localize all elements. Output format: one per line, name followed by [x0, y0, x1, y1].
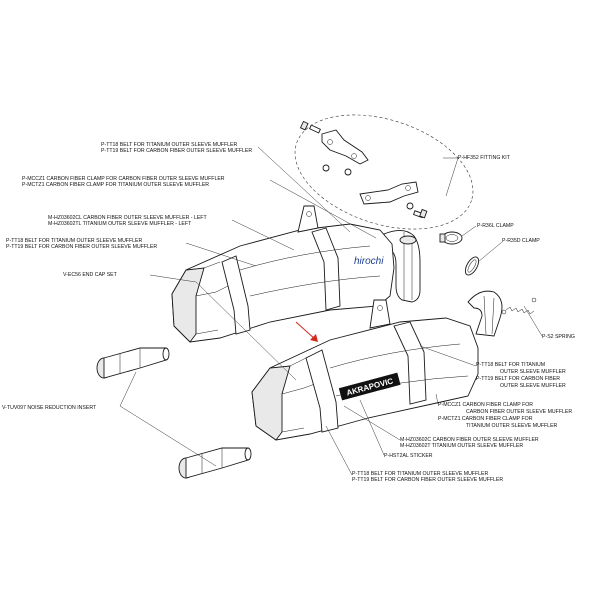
label-belt-right-1b: OUTER SLEEVE MUFFLER	[500, 369, 566, 375]
label-belt-top-1: P-TT18 BELT FOR TITANIUM OUTER SLEEVE MU…	[101, 142, 237, 148]
label-clamp-right-2b: TITANIUM OUTER SLEEVE MUFFLER	[466, 423, 558, 429]
label-sticker: P-HST2AL STICKER	[384, 453, 433, 459]
label-clamp-r35d: P-R35D CLAMP	[502, 238, 540, 244]
left-mount-tab	[297, 205, 319, 233]
label-spring: P-S2 SPRING	[542, 334, 575, 340]
label-belt-right-2b: OUTER SLEEVE MUFFLER	[500, 383, 566, 389]
label-belt-left-2: P-TT19 BELT FOR CARBON FIBER OUTER SLEEV…	[6, 244, 157, 250]
label-muffler-left-2: M-HZ03602TL TITANIUM OUTER SLEEVE MUFFLE…	[48, 221, 192, 227]
label-clamp-r36l: P-R36L CLAMP	[477, 223, 514, 229]
clamp-r36l	[439, 231, 463, 245]
fitting-bolt-lower	[412, 208, 428, 219]
fitting-kit-outline	[294, 114, 474, 230]
spring-p-s2	[501, 297, 537, 315]
label-end-cap: V-EC56 END CAP SET	[63, 272, 118, 278]
fitting-bracket-lower	[359, 181, 419, 205]
right-belt-rear	[393, 321, 427, 405]
noise-insert-upper	[96, 347, 170, 379]
muffler-left	[171, 205, 395, 343]
label-clamp-right-2: P-MCTZ1 CARBON FIBER CLAMP FOR	[438, 416, 533, 422]
label-belt-top-2: P-TT19 BELT FOR CARBON FIBER OUTER SLEEV…	[101, 148, 252, 154]
label-muffler-right-1: M-HZ03602C CARBON FIBER OUTER SLEEVE MUF…	[400, 437, 539, 443]
right-mount-tab	[369, 299, 391, 329]
leader-lines	[119, 146, 543, 476]
clamp-r35d	[464, 256, 480, 276]
right-link-pipe	[467, 290, 503, 337]
label-clamp-right-1b: CARBON FIBER OUTER SLEEVE MUFFLER	[466, 409, 572, 415]
part-labels: P-TT18 BELT FOR TITANIUM OUTER SLEEVE MU…	[2, 142, 575, 483]
link-pipe	[383, 230, 421, 303]
left-belt-rear	[311, 227, 341, 311]
label-muffler-left-1: M-HZ03602CL CARBON FIBER OUTER SLEEVE MU…	[48, 215, 207, 221]
label-belt-left-1: P-TT18 BELT FOR TITANIUM OUTER SLEEVE MU…	[6, 238, 142, 244]
label-clamp-right-1: P-MCCZ1 CARBON FIBER CLAMP FOR	[438, 402, 533, 408]
label-fitting-kit: P-HF352 FITTING KIT	[458, 155, 511, 161]
muffler-right: AKRAPOVIC	[251, 299, 479, 441]
label-belt-bottom-2: P-TT19 BELT FOR CARBON FIBER OUTER SLEEV…	[352, 477, 503, 483]
watermark: hirochi	[354, 256, 384, 267]
label-belt-right-2: P-TT19 BELT FOR CARBON FIBER	[476, 376, 560, 382]
label-belt-bottom-1: P-TT18 BELT FOR TITANIUM OUTER SLEEVE MU…	[352, 471, 488, 477]
fitting-washer	[322, 164, 330, 172]
right-belt-front	[305, 349, 339, 433]
left-belt-front	[221, 255, 251, 335]
label-clamp-top-1: P-MCCZ1 CARBON FIBER CLAMP FOR CARBON FI…	[22, 176, 225, 182]
label-clamp-top-2: P-MCTZ1 CARBON FIBER CLAMP FOR TITANIUM …	[22, 182, 209, 188]
fitting-bolt	[299, 120, 321, 134]
fitting-bracket-upper	[321, 129, 369, 165]
red-arrow-indicator	[295, 321, 318, 342]
fitting-kit-group	[294, 114, 474, 230]
label-insert: V-TUV097 NOISE REDUCTION INSERT	[2, 405, 97, 411]
label-muffler-right-2: M-HZ03602T TITANIUM OUTER SLEEVE MUFFLER	[400, 443, 523, 449]
noise-insert-lower	[178, 447, 252, 479]
label-belt-right-1: P-TT18 BELT FOR TITANIUM	[476, 362, 545, 368]
